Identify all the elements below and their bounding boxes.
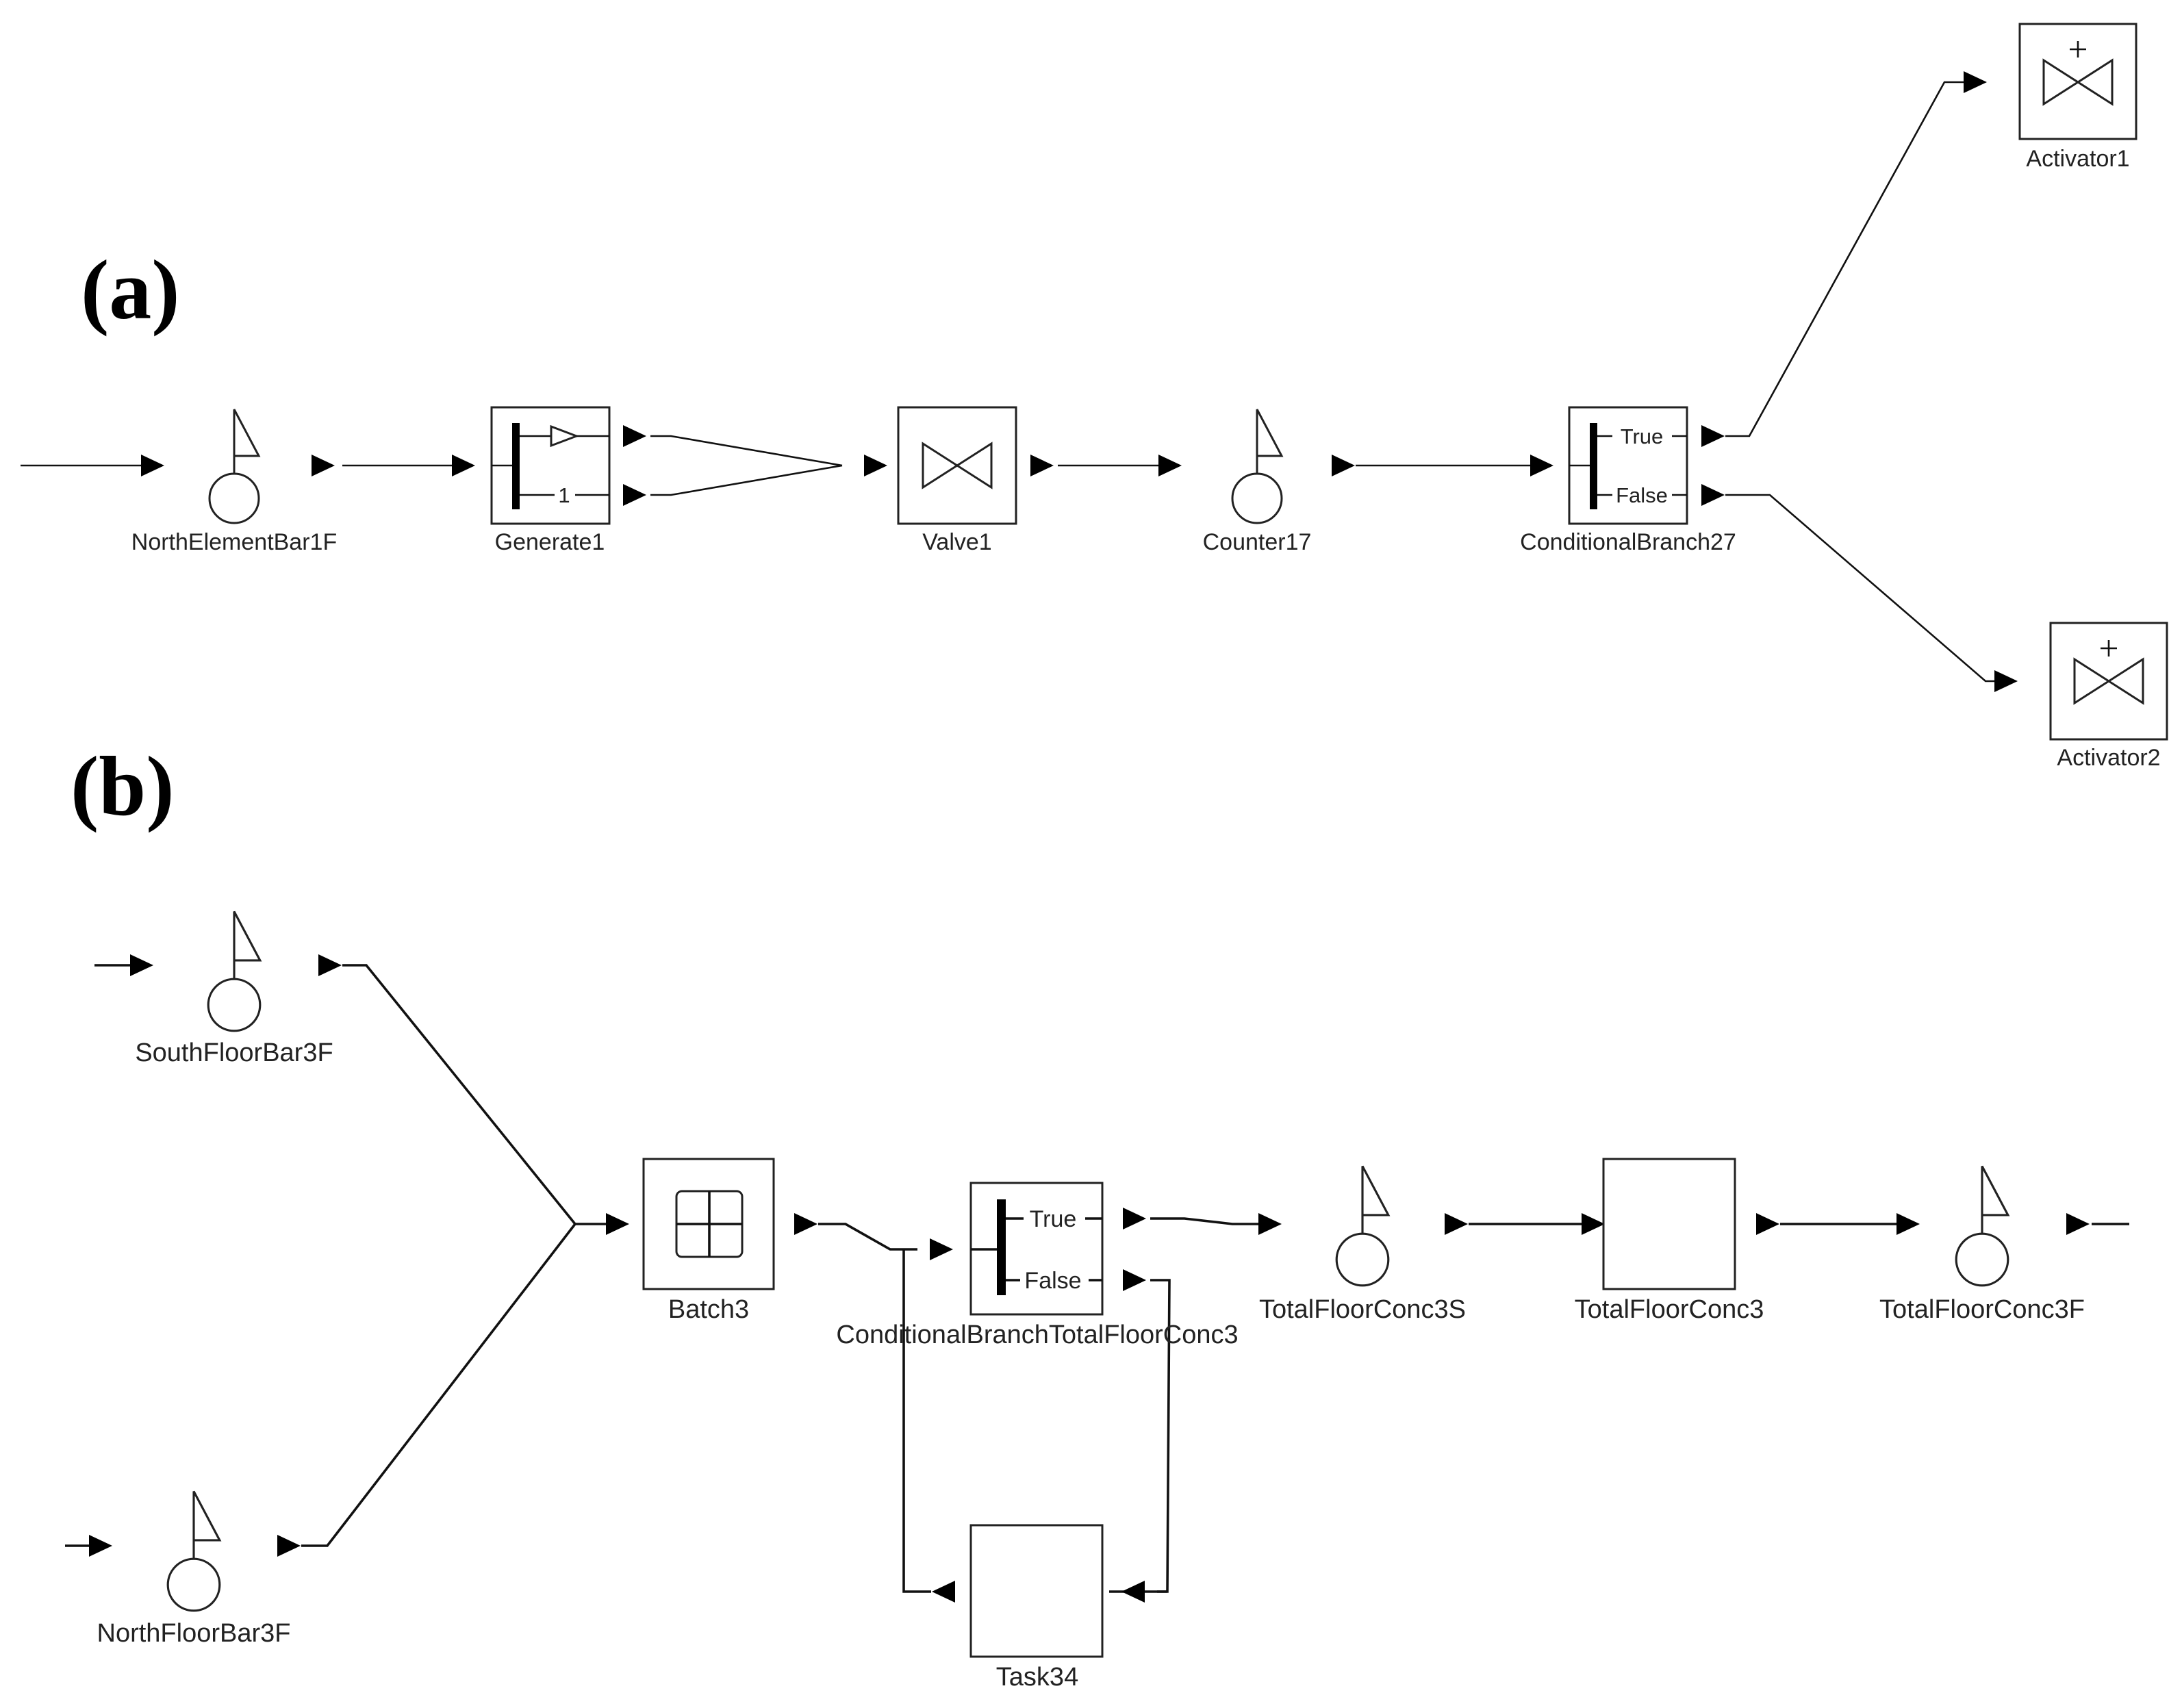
flag-counter-icon	[1955, 1164, 2009, 1287]
counter-node[interactable]	[1231, 408, 1283, 524]
branch-a-false-label: False	[1616, 483, 1668, 507]
activator-bottom-node[interactable]	[2049, 622, 2168, 741]
flag-counter-icon	[207, 910, 262, 1032]
task-node[interactable]	[969, 1524, 1104, 1658]
conditional-branch-b-node[interactable]	[969, 1182, 1104, 1316]
activator-bottom-label: Activator2	[2057, 745, 2160, 771]
branch-a-true-label: True	[1621, 424, 1664, 448]
connectors-b	[65, 964, 2129, 1593]
generate-port-count: 1	[558, 483, 570, 507]
branch-b-true-label: True	[1030, 1206, 1077, 1232]
total-floor-conc-f-node[interactable]	[1955, 1164, 2009, 1287]
panel-label-b: (b)	[71, 739, 175, 833]
connectors-a	[21, 81, 1996, 683]
generate-label: Generate1	[495, 529, 605, 555]
north-element-bar-label: NorthElementBar1F	[131, 529, 337, 555]
north-floor-bar-label: NorthFloorBar3F	[97, 1619, 291, 1648]
generate-node[interactable]	[490, 406, 611, 525]
flag-counter-icon	[1335, 1164, 1390, 1287]
conditional-branch-a-label: ConditionalBranch27	[1520, 529, 1736, 555]
branch-b-false-label: False	[1024, 1268, 1081, 1294]
conditional-branch-b-label: ConditionalBranchTotalFloorConc3	[836, 1321, 1238, 1349]
south-floor-bar-node[interactable]	[207, 910, 262, 1032]
grid-icon	[675, 1190, 744, 1258]
batch-label: Batch3	[668, 1295, 749, 1324]
activator-top-label: Activator1	[2026, 146, 2129, 172]
total-floor-conc-s-label: TotalFloorConc3S	[1259, 1295, 1466, 1324]
flag-counter-icon	[208, 408, 260, 524]
counter-label: Counter17	[1203, 529, 1312, 555]
south-floor-bar-label: SouthFloorBar3F	[135, 1038, 333, 1067]
generate-output-icon	[550, 424, 580, 448]
north-floor-bar-node[interactable]	[166, 1490, 221, 1612]
valve-label: Valve1	[922, 529, 991, 555]
panel-label-a: (a)	[81, 243, 180, 337]
arrowheads-b	[89, 954, 2090, 1603]
task-label: Task34	[996, 1663, 1078, 1692]
flag-counter-icon	[166, 1490, 221, 1612]
arrowheads-a	[141, 71, 2018, 692]
total-floor-conc-node[interactable]	[1602, 1158, 1736, 1290]
batch-node[interactable]	[642, 1158, 775, 1290]
north-element-bar-node[interactable]	[208, 408, 260, 524]
total-floor-conc-s-node[interactable]	[1335, 1164, 1390, 1287]
valve-node[interactable]	[897, 406, 1017, 525]
activator-top-node[interactable]	[2018, 23, 2137, 140]
total-floor-conc-label: TotalFloorConc3	[1575, 1295, 1764, 1324]
total-floor-conc-f-label: TotalFloorConc3F	[1879, 1295, 2085, 1324]
flag-counter-icon	[1231, 408, 1283, 524]
conditional-branch-a-node[interactable]	[1568, 406, 1688, 525]
